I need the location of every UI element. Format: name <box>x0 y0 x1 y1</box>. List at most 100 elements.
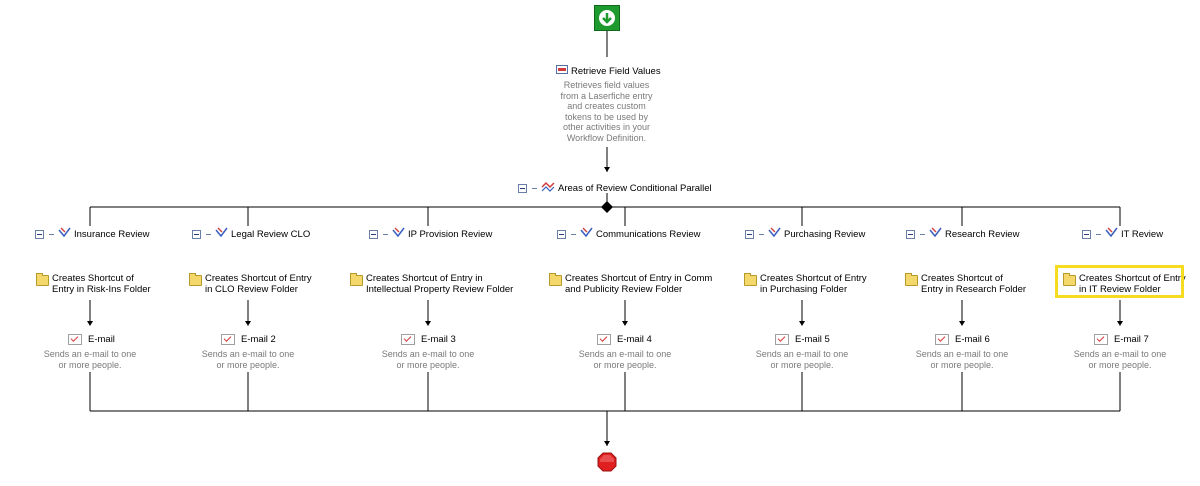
parallel-title: Areas of Review Conditional Parallel <box>558 183 712 194</box>
folder-shortcut-icon <box>189 273 202 286</box>
arrow-down-icon <box>602 13 612 24</box>
folder-shortcut-icon <box>905 273 918 286</box>
email-activity[interactable]: E-mail 4 <box>597 334 652 345</box>
folder-shortcut-icon <box>1063 273 1076 286</box>
connector-dash <box>759 234 764 235</box>
branch-2[interactable]: IP Provision Review <box>369 227 492 242</box>
branch-3[interactable]: Communications Review <box>557 227 701 242</box>
collapse-icon[interactable] <box>192 230 201 239</box>
desc-line: or more people. <box>593 359 657 370</box>
email-title: E-mail 5 <box>795 334 830 345</box>
collapse-icon[interactable] <box>35 230 44 239</box>
shortcut-line: in Purchasing Folder <box>760 284 848 295</box>
retrieve-field-values-activity[interactable]: Retrieve Field Values <box>556 65 661 77</box>
selected-activity-highlight <box>1055 265 1184 298</box>
shortcut-line: Entry in Risk-Ins Folder <box>52 284 151 295</box>
email-activity[interactable]: E-mail 2 <box>221 334 276 345</box>
branch-condition-icon <box>929 227 942 242</box>
collapse-icon[interactable] <box>906 230 915 239</box>
collapse-icon[interactable] <box>1082 230 1091 239</box>
shortcut-line: Creates Shortcut of Entry <box>760 273 867 284</box>
shortcut-line: in IT Review Folder <box>1079 284 1161 295</box>
collapse-icon[interactable] <box>518 184 527 193</box>
retrieve-description: Retrieves field values from a Laserfiche… <box>544 80 669 143</box>
branch-condition-icon <box>58 227 71 242</box>
shortcut-line: Creates Shortcut of Entry in <box>366 273 483 284</box>
desc-line: Sends an e-mail to one <box>201 349 295 359</box>
shortcut-line: Creates Shortcut of Entry <box>1079 273 1186 284</box>
branch-title: IP Provision Review <box>408 229 493 240</box>
shortcut-line: Entry in Research Folder <box>921 284 1027 295</box>
desc-line: Sends an e-mail to one <box>578 349 672 359</box>
email-icon <box>597 334 611 345</box>
email-icon <box>1094 334 1108 345</box>
branch-title: Research Review <box>945 229 1020 240</box>
desc-line: Sends an e-mail to one <box>915 349 1009 359</box>
connector-dash <box>532 188 537 189</box>
email-activity[interactable]: E-mail <box>68 334 115 345</box>
desc-line: Sends an e-mail to one <box>1073 349 1167 359</box>
folder-shortcut-icon <box>36 273 49 286</box>
email-activity[interactable]: E-mail 5 <box>775 334 830 345</box>
shortcut-line: Creates Shortcut of <box>52 273 134 284</box>
branch-4[interactable]: Purchasing Review <box>745 227 865 242</box>
retrieve-fields-icon <box>556 65 568 77</box>
shortcut-line: Creates Shortcut of <box>921 273 1003 284</box>
email-activity[interactable]: E-mail 3 <box>401 334 456 345</box>
folder-shortcut-icon <box>350 273 363 286</box>
start-node[interactable] <box>594 5 620 31</box>
parallel-junction-diamond <box>601 201 613 213</box>
desc-line: tokens to be used by <box>564 111 649 122</box>
email-icon <box>221 334 235 345</box>
email-activity[interactable]: E-mail 7 <box>1094 334 1149 345</box>
shortcut-line: in CLO Review Folder <box>205 284 298 295</box>
branch-condition-icon <box>1105 227 1118 242</box>
desc-line: or more people. <box>930 359 994 370</box>
branch-6[interactable]: IT Review <box>1082 227 1163 242</box>
email-title: E-mail 4 <box>617 334 652 345</box>
email-icon <box>775 334 789 345</box>
desc-line: from a Laserfiche entry <box>560 90 653 101</box>
shortcut-line: Creates Shortcut of Entry in Comm <box>565 273 713 284</box>
collapse-icon[interactable] <box>745 230 754 239</box>
branch-5[interactable]: Research Review <box>906 227 1019 242</box>
connector-dash <box>383 234 388 235</box>
email-title: E-mail <box>88 334 115 345</box>
branch-title: Legal Review CLO <box>231 229 311 240</box>
email-title: E-mail 7 <box>1114 334 1149 345</box>
conditional-parallel-activity[interactable]: Areas of Review Conditional Parallel <box>518 181 712 196</box>
desc-line: or more people. <box>216 359 280 370</box>
desc-line: Sends an e-mail to one <box>755 349 849 359</box>
connector-dash <box>1096 234 1101 235</box>
desc-line: other activities in your <box>562 122 651 132</box>
collapse-icon[interactable] <box>369 230 378 239</box>
branch-title: Insurance Review <box>74 229 150 240</box>
branch-0[interactable]: Insurance Review <box>35 227 150 242</box>
branch-title: Purchasing Review <box>784 229 866 240</box>
email-activity[interactable]: E-mail 6 <box>935 334 990 345</box>
branch-condition-icon <box>215 227 228 242</box>
desc-line: or more people. <box>58 359 122 370</box>
end-node[interactable] <box>597 452 617 472</box>
branch-1[interactable]: Legal Review CLO <box>192 227 310 242</box>
email-title: E-mail 2 <box>241 334 276 345</box>
collapse-icon[interactable] <box>557 230 566 239</box>
connector-dash <box>920 234 925 235</box>
